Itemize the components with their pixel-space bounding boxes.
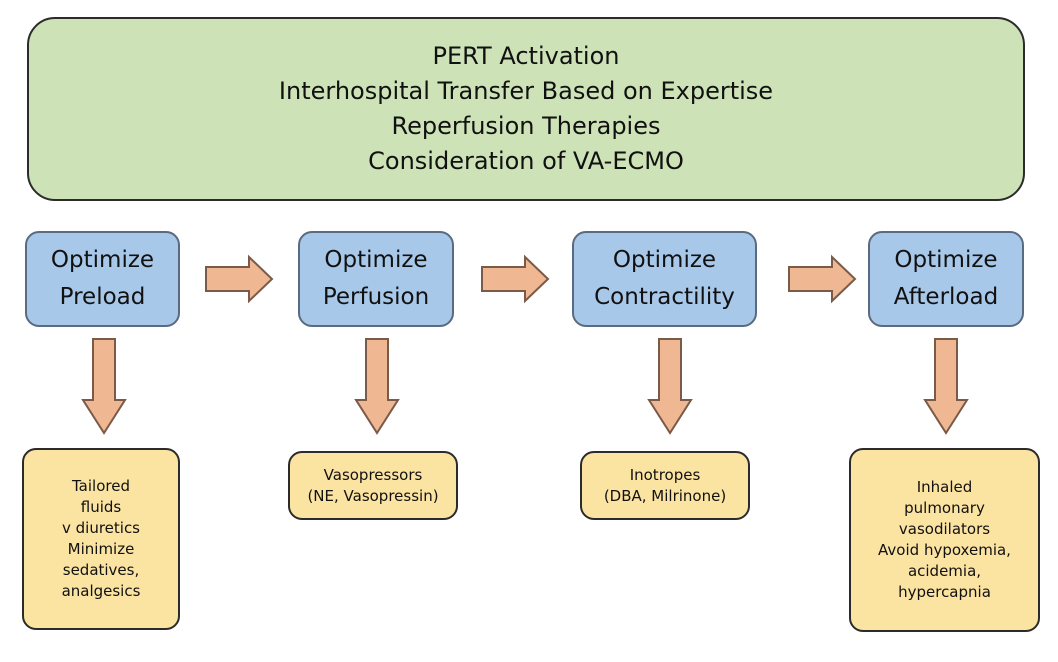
outcome-line: vasodilators (898, 520, 991, 538)
outcome-box-afterload: Inhaled pulmonary vasodilators Avoid hyp… (849, 448, 1040, 632)
outcome-line: Minimize (67, 540, 135, 558)
down-arrow-icon (354, 338, 400, 435)
down-arrow-icon (647, 338, 693, 435)
step-box-perfusion: Optimize Perfusion (298, 231, 454, 327)
outcome-line: Inotropes (629, 465, 701, 484)
down-arrow-icon (923, 338, 969, 435)
step-label: Optimize (324, 247, 428, 273)
right-arrow-icon (481, 254, 550, 304)
right-arrow-icon (205, 254, 274, 304)
outcome-line: analgesics (61, 582, 141, 600)
outcome-line: hypercapnia (898, 583, 991, 601)
step-label: Contractility (594, 284, 735, 310)
top-box-line: Consideration of VA-ECMO (368, 147, 684, 175)
outcome-line: Vasopressors (323, 465, 423, 484)
step-label: Preload (59, 284, 146, 310)
step-box-afterload: Optimize Afterload (868, 231, 1024, 327)
outcome-line: fluids (80, 498, 122, 516)
top-box-line: Interhospital Transfer Based on Expertis… (278, 77, 774, 105)
outcome-line: v diuretics (61, 519, 141, 537)
step-label: Optimize (50, 247, 155, 273)
outcome-box-contractility: Inotropes (DBA, Milrinone) (580, 451, 750, 520)
step-label: Perfusion (322, 284, 430, 310)
down-arrow-icon (81, 338, 127, 435)
outcome-line: acidemia, (907, 562, 982, 580)
step-label: Optimize (612, 247, 717, 273)
step-box-contractility: Optimize Contractility (572, 231, 757, 327)
outcome-line: (DBA, Milrinone) (603, 486, 727, 505)
outcome-line: Inhaled (916, 478, 973, 496)
right-arrow-icon (788, 254, 857, 304)
step-label: Optimize (894, 247, 998, 273)
step-label: Afterload (893, 284, 999, 310)
outcome-line: Avoid hypoxemia, (878, 541, 1011, 559)
top-box-line: PERT Activation (432, 42, 620, 70)
outcome-line: sedatives, (62, 561, 140, 579)
outcome-box-preload: Tailored fluids v diuretics Minimize sed… (22, 448, 180, 630)
top-box-line: Reperfusion Therapies (391, 112, 661, 140)
outcome-line: (NE, Vasopressin) (307, 486, 439, 505)
pert-activation-box: PERT Activation Interhospital Transfer B… (27, 17, 1025, 201)
outcome-line: Tailored (72, 477, 130, 495)
outcome-line: pulmonary (904, 499, 985, 517)
step-box-preload: Optimize Preload (25, 231, 180, 327)
outcome-box-perfusion: Vasopressors (NE, Vasopressin) (288, 451, 458, 520)
